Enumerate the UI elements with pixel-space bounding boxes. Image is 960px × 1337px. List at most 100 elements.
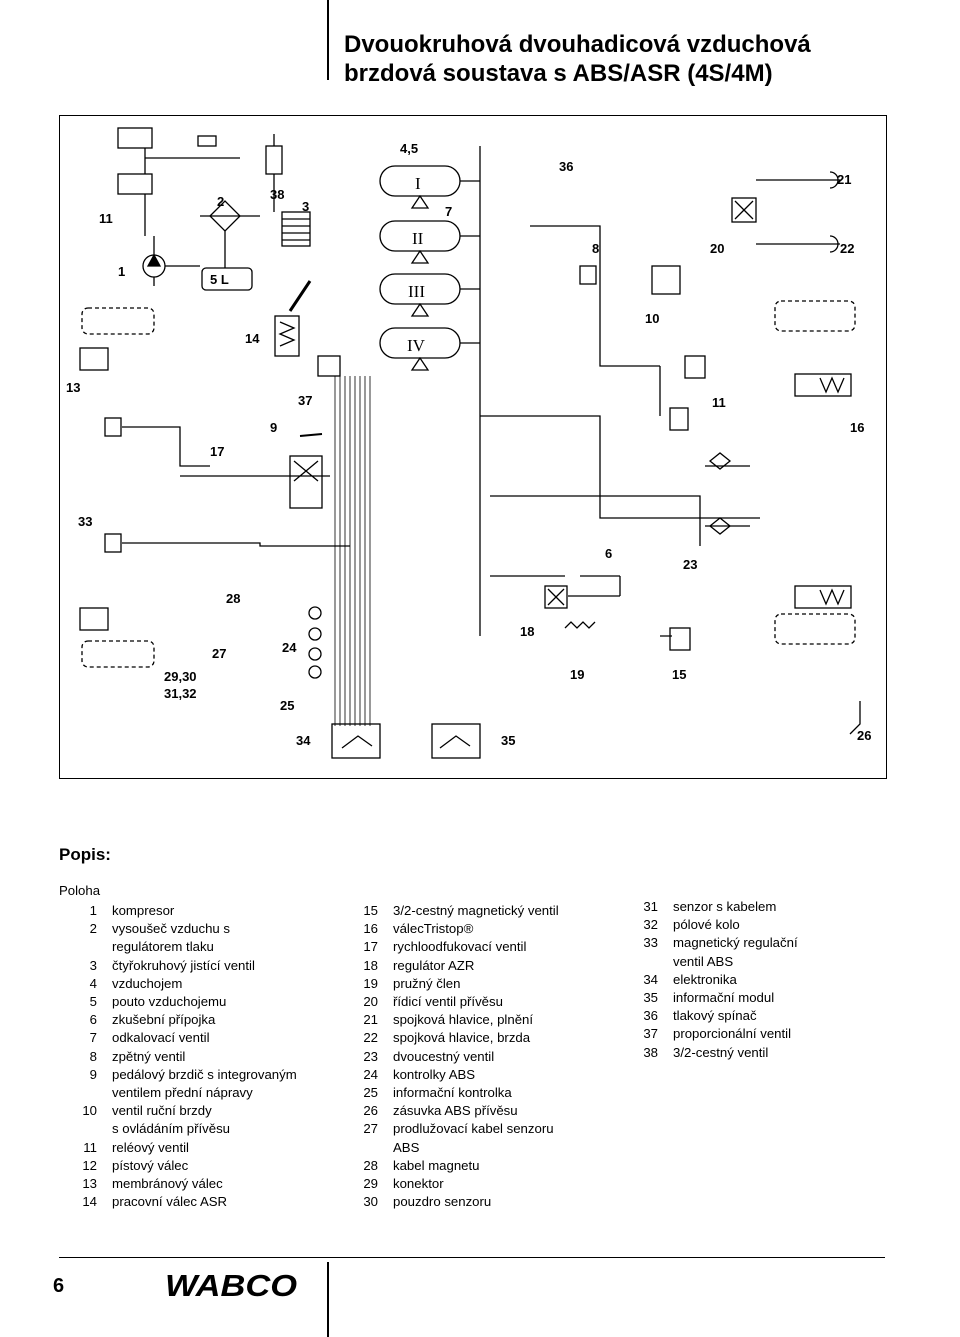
callout-7: 7 (445, 204, 452, 219)
foot-brake-pedal (299, 433, 323, 437)
tristop-cylinder-upper (794, 373, 852, 397)
callout-15: 15 (672, 667, 686, 682)
legend-item-text: pedálový brzdič s integrovaným (112, 1066, 297, 1082)
legend-item-number: 20 (363, 994, 378, 1010)
diaphragm-cylinder-rear (79, 607, 109, 631)
protection-valve (281, 211, 311, 247)
tank-label-IV: IV (407, 336, 426, 355)
legend-item-number: 14 (82, 1194, 97, 1210)
proportional-valve (317, 355, 341, 377)
title-line-1: Dvouokruhová dvouhadicová vzduchová (344, 31, 811, 58)
legend-item-text: spojková hlavice, brzda (393, 1030, 531, 1046)
legend-item-number: 4 (89, 975, 97, 991)
legend-item-text: magnetický regulační (673, 935, 798, 951)
callout-37: 37 (298, 393, 312, 408)
load-regulator-cross (547, 588, 565, 606)
legend-item-number: 13 (82, 1176, 97, 1192)
legend-item-number: 19 (363, 975, 378, 991)
callout-25: 25 (280, 698, 294, 713)
callout-33: 33 (78, 514, 92, 529)
legend-item-number (59, 1084, 112, 1102)
callout-34: 34 (296, 733, 311, 748)
callout-36: 36 (559, 159, 573, 174)
tank-manifold (460, 146, 481, 636)
load-regulator (544, 585, 568, 609)
legend-item-number: 6 (89, 1012, 97, 1028)
tank-label-III: III (408, 282, 425, 301)
tank-5l (201, 267, 253, 291)
callout-2: 2 (217, 194, 224, 209)
callout-27: 27 (212, 646, 226, 661)
info-module-box (431, 723, 481, 759)
legend-item-number: 38 (643, 1044, 658, 1060)
legend-item-text: kompresor (112, 903, 175, 918)
legend-item: s ovládáním přívěsu (59, 1120, 297, 1138)
legend-item-number: 3 (89, 957, 97, 973)
legend-item-text: spojková hlavice, plnění (393, 1012, 534, 1028)
callout-12: 11 (99, 211, 113, 226)
callout-11: 11 (712, 395, 726, 410)
legend-item-text: pouzdro senzoru (393, 1194, 492, 1210)
callout-20: 20 (710, 241, 724, 256)
legend-item-text: pístový válec (112, 1157, 189, 1173)
callout-21: 21 (837, 172, 851, 187)
ecu-box (331, 723, 381, 759)
legend-item: 30 pouzdro senzoru (340, 1193, 559, 1211)
legend-item-number: 21 (363, 1012, 378, 1028)
legend-item-number: 28 (363, 1157, 378, 1173)
legend-item-number: 22 (363, 1030, 378, 1046)
legend-item-number: 30 (363, 1194, 378, 1210)
abs-lamp-1 (308, 606, 322, 620)
legend-item-text: proporcionální ventil (673, 1026, 792, 1042)
legend-item-text: elektronika (673, 971, 737, 987)
legend-item-number: 11 (83, 1139, 97, 1155)
legend-item-text: prodlužovací kabel senzoru (393, 1121, 554, 1137)
callout-23: 23 (683, 557, 697, 572)
legend-item-text: dvoucestný ventil (393, 1048, 495, 1064)
legend-item-number: 29 (363, 1176, 378, 1192)
callout-22: 22 (840, 241, 854, 256)
wheel-sensor-rear-left (81, 640, 155, 668)
legend-item-text: tlakový spínač (673, 1008, 757, 1024)
callout-3: 3 (302, 199, 309, 214)
legend-item: 22 spojková hlavice, brzda (340, 1029, 559, 1047)
tristop-spring-lower (819, 588, 845, 606)
legend-item-number: 7 (89, 1030, 97, 1046)
abs-lamp-3 (308, 647, 322, 661)
legend-item-number: 17 (363, 939, 378, 955)
legend-item-text: ABS (393, 1139, 420, 1155)
legend-item-text: informační kontrolka (393, 1085, 512, 1101)
callout-8: 8 (592, 241, 599, 256)
foot-brake-cross (293, 460, 319, 482)
solenoid-top (197, 135, 217, 147)
wheel-sensor-rear-right (774, 613, 856, 645)
callout-4-5: 4,5 (400, 141, 418, 156)
compressor-box-b (117, 173, 153, 195)
compressor-arrow (146, 253, 162, 267)
legend-item-text: ventil ABS (673, 953, 734, 969)
tank-label-II: II (412, 229, 424, 248)
ecu-symbol (341, 735, 373, 749)
callout-28: 28 (226, 591, 240, 606)
legend-item-text: kontrolky ABS (393, 1066, 476, 1082)
solenoid-valve-15 (669, 627, 691, 651)
asr-rod (288, 280, 312, 312)
callout-13: 13 (66, 380, 80, 395)
legend-item-number: 35 (643, 990, 658, 1006)
